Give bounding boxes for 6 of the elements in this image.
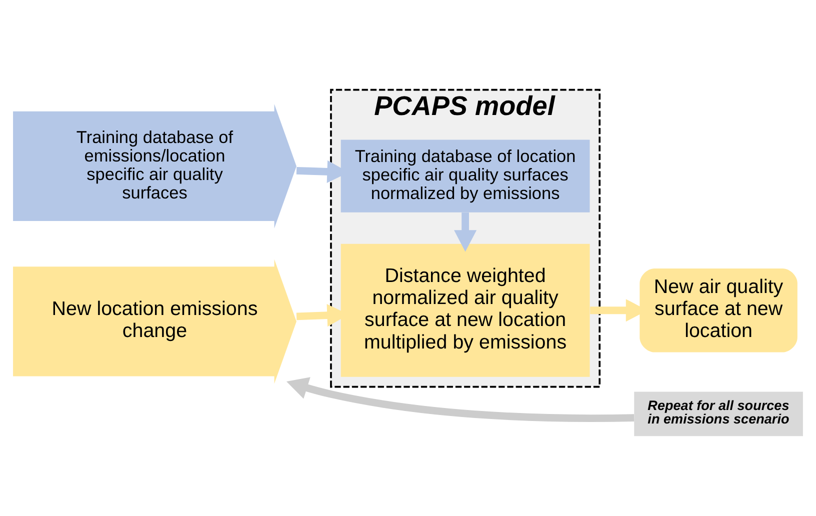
node-box: New air quality surface at new location xyxy=(640,268,798,352)
node-box: Distance weighted normalized air quality surface at new location multiplied by emissions xyxy=(340,244,590,377)
node-box: Repeat for all sources in emissions scenario xyxy=(634,392,803,436)
arrow xyxy=(454,212,477,252)
node-box: Training database of location specific air quality surfaces normalized by emissions xyxy=(340,140,590,212)
arrow xyxy=(286,377,634,422)
